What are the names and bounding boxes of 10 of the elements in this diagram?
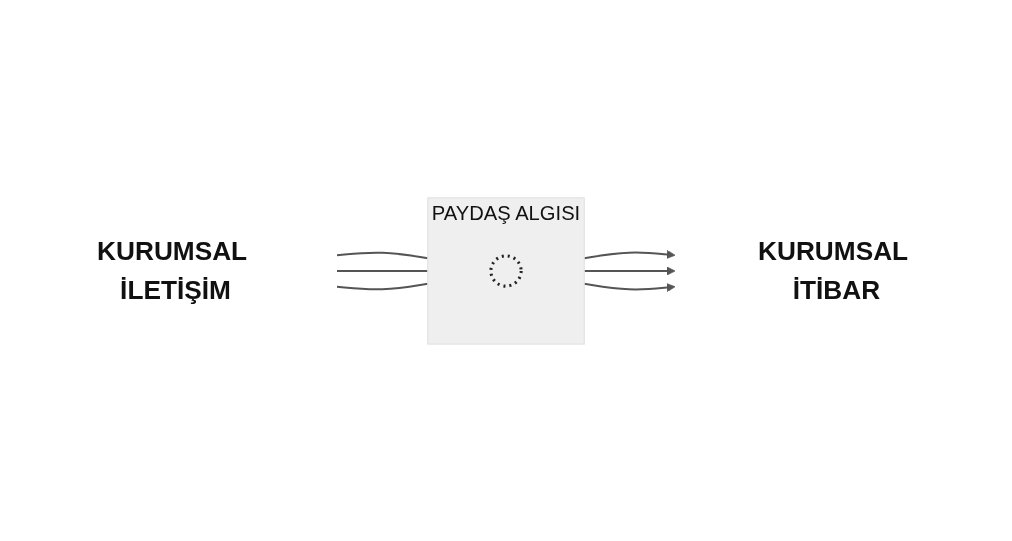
node-text: KURUMSAL İTİBAR	[758, 235, 908, 305]
cluster: PAYDAŞ ALGISI	[427, 196, 585, 345]
connector	[336, 282, 428, 290]
arrow	[584, 266, 676, 275]
connector	[336, 269, 428, 272]
node-circle	[489, 253, 523, 288]
arrow	[584, 282, 676, 292]
node-text: KURUMSAL İLETİŞİM	[97, 235, 247, 305]
connector	[336, 251, 428, 259]
arrow	[584, 249, 676, 259]
